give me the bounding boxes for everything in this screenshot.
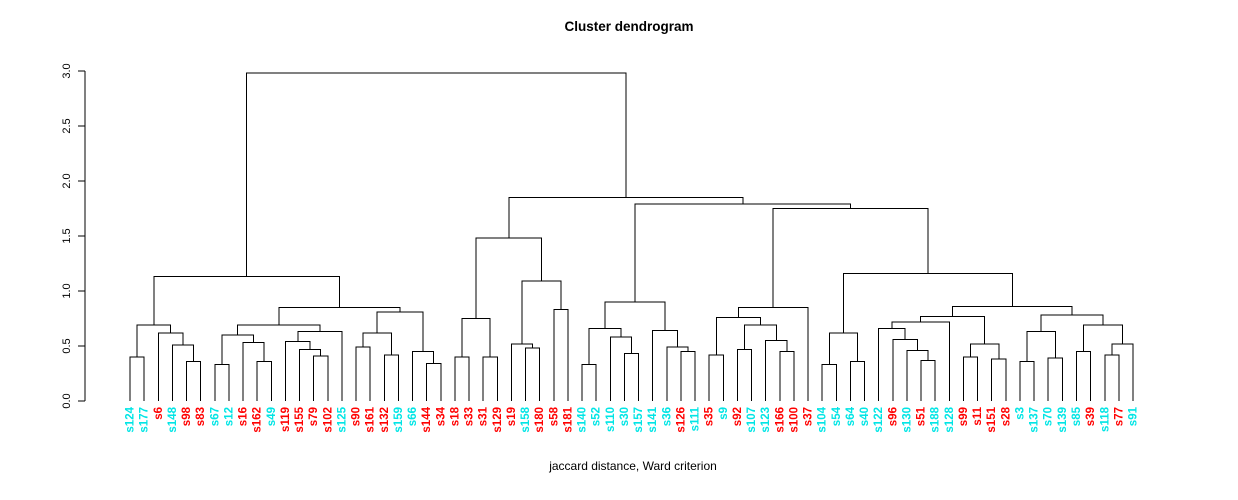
- leaf-label-s100: s100: [788, 407, 800, 433]
- leaf-label-s98: s98: [181, 406, 193, 426]
- leaf-label-s35: s35: [704, 406, 716, 426]
- leaf-label-s90: s90: [351, 407, 363, 426]
- leaf-label-s99: s99: [958, 407, 970, 426]
- y-axis: 0.0 0.5 1.0 1.5 2.0 2.5 3.0: [61, 63, 86, 409]
- leaf-label-s66: s66: [407, 407, 419, 426]
- leaf-label-s158: s158: [520, 406, 532, 432]
- leaf-label-s181: s181: [562, 406, 574, 432]
- leaf-label-s118: s118: [1099, 406, 1111, 432]
- leaf-label-s124: s124: [125, 406, 137, 432]
- leaf-label-s9: s9: [718, 407, 730, 420]
- y-axis-tick-label: 0.0: [61, 393, 73, 408]
- y-axis-tick-label: 2.0: [61, 173, 73, 188]
- leaf-label-s67: s67: [209, 407, 221, 426]
- leaf-label-s85: s85: [1071, 406, 1083, 426]
- leaf-label-s188: s188: [930, 406, 942, 432]
- leaf-label-s122: s122: [873, 407, 885, 433]
- leaf-label-s49: s49: [266, 407, 278, 426]
- leaf-label-s132: s132: [379, 407, 391, 433]
- leaf-label-s58: s58: [548, 406, 560, 426]
- leaf-label-s162: s162: [252, 407, 264, 433]
- leaf-label-s36: s36: [661, 407, 673, 426]
- leaf-label-s31: s31: [478, 406, 490, 426]
- leaf-label-s161: s161: [365, 406, 377, 432]
- leaf-label-s6: s6: [153, 407, 165, 420]
- leaf-label-s107: s107: [746, 407, 758, 433]
- leaf-label-s141: s141: [647, 406, 659, 432]
- leaf-label-s40: s40: [859, 407, 871, 426]
- leaf-label-s110: s110: [605, 407, 617, 432]
- leaf-label-s144: s144: [421, 406, 433, 432]
- y-axis-tick-label: 1.5: [61, 228, 73, 243]
- dendrogram-branches: [129, 72, 1134, 401]
- leaf-label-s30: s30: [619, 407, 631, 426]
- leaf-label-s177: s177: [139, 407, 151, 433]
- leaf-label-s151: s151: [986, 406, 998, 432]
- dendrogram-branch-paths: [129, 72, 1134, 401]
- leaf-label-s130: s130: [901, 407, 913, 433]
- leaf-label-s111: s111: [690, 406, 702, 431]
- leaf-label-s77: s77: [1113, 407, 1125, 426]
- x-axis-caption: jaccard distance, Ward criterion: [548, 459, 717, 473]
- leaf-label-s16: s16: [238, 407, 250, 426]
- leaf-label-s180: s180: [534, 407, 546, 433]
- leaf-label-s51: s51: [916, 406, 928, 426]
- leaf-label-s125: s125: [336, 406, 348, 432]
- leaf-label-s34: s34: [435, 406, 447, 426]
- y-axis-tick-label: 2.5: [61, 118, 73, 133]
- leaf-label-s18: s18: [449, 406, 461, 426]
- y-axis-tick-label: 1.0: [61, 283, 73, 298]
- leaf-label-s11: s11: [972, 406, 984, 425]
- leaf-label-s39: s39: [1085, 407, 1097, 426]
- leaf-label-s91: s91: [1128, 406, 1140, 426]
- leaf-label-s159: s159: [393, 407, 405, 433]
- leaf-label-s3: s3: [1014, 407, 1026, 420]
- leaf-label-s12: s12: [223, 407, 235, 426]
- leaf-label-s83: s83: [195, 407, 207, 426]
- y-axis-tick-label: 3.0: [61, 63, 73, 78]
- leaf-label-s166: s166: [774, 407, 786, 433]
- leaf-label-s96: s96: [887, 407, 899, 426]
- leaf-label-s140: s140: [577, 407, 589, 433]
- leaf-label-s148: s148: [167, 406, 179, 432]
- leaf-label-s129: s129: [492, 407, 504, 433]
- y-axis-tick-label: 0.5: [61, 338, 73, 353]
- leaf-label-s104: s104: [817, 406, 829, 432]
- leaf-label-s128: s128: [944, 406, 956, 432]
- leaf-label-s102: s102: [322, 407, 334, 433]
- leaf-label-s28: s28: [1000, 406, 1012, 426]
- leaf-label-s37: s37: [803, 407, 815, 426]
- chart-title: Cluster dendrogram: [564, 19, 693, 34]
- leaf-label-s54: s54: [831, 406, 843, 426]
- leaf-label-s79: s79: [308, 407, 320, 426]
- leaf-label-s19: s19: [506, 407, 518, 426]
- leaf-label-s33: s33: [464, 407, 476, 426]
- leaf-label-s126: s126: [675, 407, 687, 433]
- leaf-label-s157: s157: [633, 407, 645, 433]
- leaf-label-s92: s92: [732, 407, 744, 426]
- leaf-label-s155: s155: [294, 406, 306, 432]
- leaf-label-s123: s123: [760, 407, 772, 433]
- leaf-label-s64: s64: [845, 406, 857, 426]
- leaf-label-s70: s70: [1043, 407, 1055, 426]
- leaf-label-s52: s52: [591, 407, 603, 426]
- leaf-label-s137: s137: [1029, 407, 1041, 433]
- leaf-label-s139: s139: [1057, 407, 1069, 433]
- leaf-label-s119: s119: [280, 407, 292, 432]
